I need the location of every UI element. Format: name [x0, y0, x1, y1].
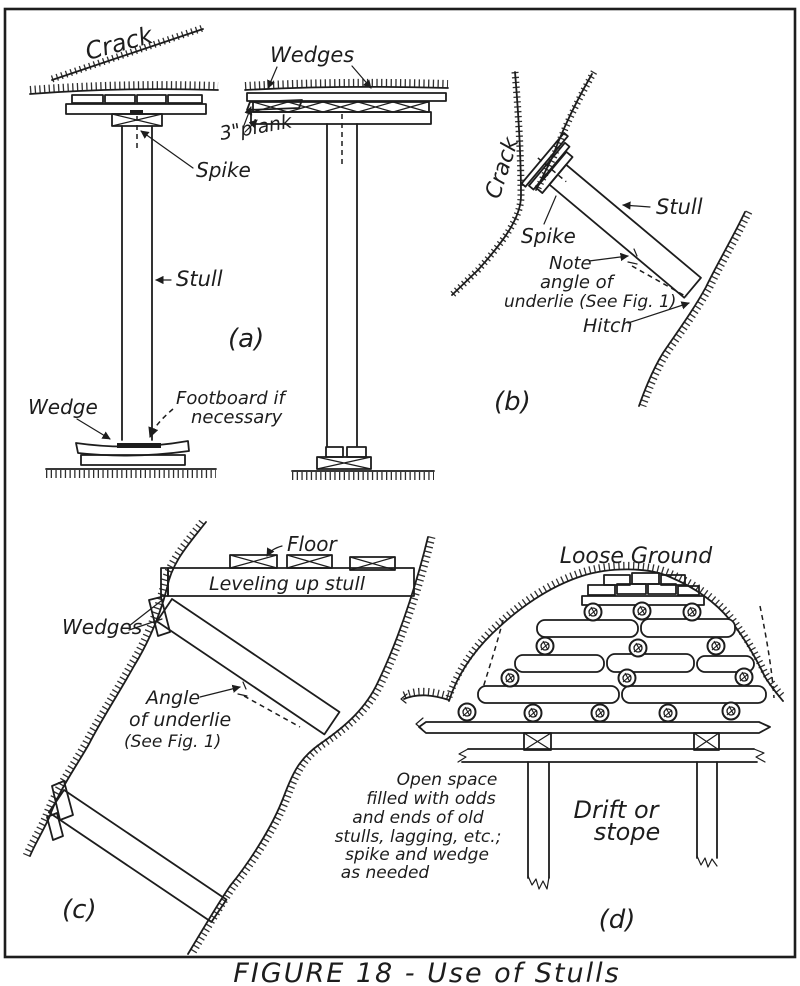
top-bricks [581, 572, 705, 606]
footwall-c [187, 536, 436, 956]
label-angle-2: of underlie [129, 709, 231, 731]
leader-spike-b [543, 195, 557, 225]
wedge-plate-upper [148, 596, 171, 637]
left-stull-head [65, 94, 207, 441]
label-hitch: Hitch [583, 315, 633, 337]
footwall-b [638, 210, 753, 408]
label-angle-1: Angle [144, 687, 200, 709]
panel-b: Crack Spike Stull Note angle of underlie… [449, 70, 753, 417]
arrow-spike-a [140, 130, 194, 169]
arrow-wedges-left [267, 66, 278, 89]
label-open-space-3: and ends of old [352, 808, 484, 828]
second-stull-beam [457, 748, 766, 763]
inclined-stull-c-lower [48, 789, 228, 923]
stull-post-right [326, 123, 358, 447]
tag-c: (c) [62, 895, 97, 925]
leader-wedges-c [128, 600, 163, 631]
tag-d: (d) [599, 905, 636, 935]
angle-dashed-c [243, 695, 301, 728]
label-note-2: angle of [540, 272, 616, 293]
figure-border [3, 7, 797, 959]
panel-c: Leveling up stull Floor Wedges Angle of … [22, 519, 436, 956]
label-stull-b: Stull [656, 195, 703, 219]
inclined-stull-c-upper [156, 598, 341, 736]
arrow-wedges-right [351, 65, 372, 89]
arrow-3plank-2 [244, 119, 258, 133]
arrow-stull-b [622, 201, 651, 210]
label-drift-2: stope [594, 818, 661, 846]
label-spike-a: Spike [196, 158, 251, 182]
label-3plank: 3"plank [218, 110, 295, 144]
label-footboard-1: Footboard if [176, 388, 287, 409]
right-stull-foot [291, 446, 435, 480]
label-note-3: underlie (See Fig. 1) [504, 292, 676, 312]
stull-post-left [121, 125, 153, 441]
label-crack-b: Crack [481, 133, 525, 202]
left-stull-foot [45, 440, 217, 478]
label-floor: Floor [287, 532, 339, 556]
joint-xblocks [523, 732, 720, 751]
tag-a: (a) [228, 324, 264, 354]
label-wedges-a: Wedges [270, 43, 354, 67]
lagging-layers [477, 618, 767, 704]
arrow-footboard [148, 408, 174, 438]
angle-ticks-b [627, 248, 638, 265]
label-open-space-1: Open space [397, 770, 498, 790]
inclined-stull-b [520, 132, 702, 299]
label-leveling: Leveling up stull [209, 573, 366, 595]
figure-caption: FIGURE 18 - Use of Stulls [233, 958, 620, 986]
label-angle-3: (See Fig. 1) [124, 732, 221, 752]
arrow-note [588, 252, 629, 262]
top-stull-beam [415, 717, 771, 734]
dashed-slope-right [759, 605, 775, 699]
drift-posts [527, 761, 718, 890]
angle-dashed-b [631, 265, 688, 298]
label-note-1: Note [549, 253, 592, 274]
label-open-space-4: stulls, lagging, etc.; [335, 827, 502, 847]
arrow-floor [266, 545, 283, 557]
wedge-plate-lower-1 [51, 780, 74, 821]
label-open-space-2: filled with odds [366, 789, 496, 809]
label-stull-a: Stull [176, 267, 223, 291]
label-open-space-6: as needed [341, 863, 430, 883]
wedge-plate-lower-2 [46, 812, 64, 841]
panel-d: Loose Ground Open space filled with odds… [335, 544, 786, 935]
tag-b: (b) [494, 387, 531, 417]
panel-a: Crack [28, 21, 449, 480]
label-wedge-a: Wedge [28, 395, 98, 419]
label-crack-a: Crack [82, 21, 156, 66]
leveling-stull [160, 567, 415, 597]
label-loose-ground: Loose Ground [560, 544, 714, 569]
label-open-space-5: spike and wedge [345, 845, 489, 865]
label-wedges-c: Wedges [62, 615, 142, 639]
label-footboard-2: necessary [191, 407, 283, 428]
label-drift-1: Drift or [573, 796, 660, 824]
ground-stub-d [400, 687, 451, 704]
angle-ticks-c [237, 681, 248, 697]
arrow-wedge-a [76, 418, 111, 440]
arrow-hitch [627, 301, 690, 324]
foot-xblock [316, 456, 372, 470]
arrow-angle-c [199, 684, 241, 698]
arrow-3plank-1 [242, 106, 253, 129]
label-spike-b: Spike [521, 224, 576, 248]
